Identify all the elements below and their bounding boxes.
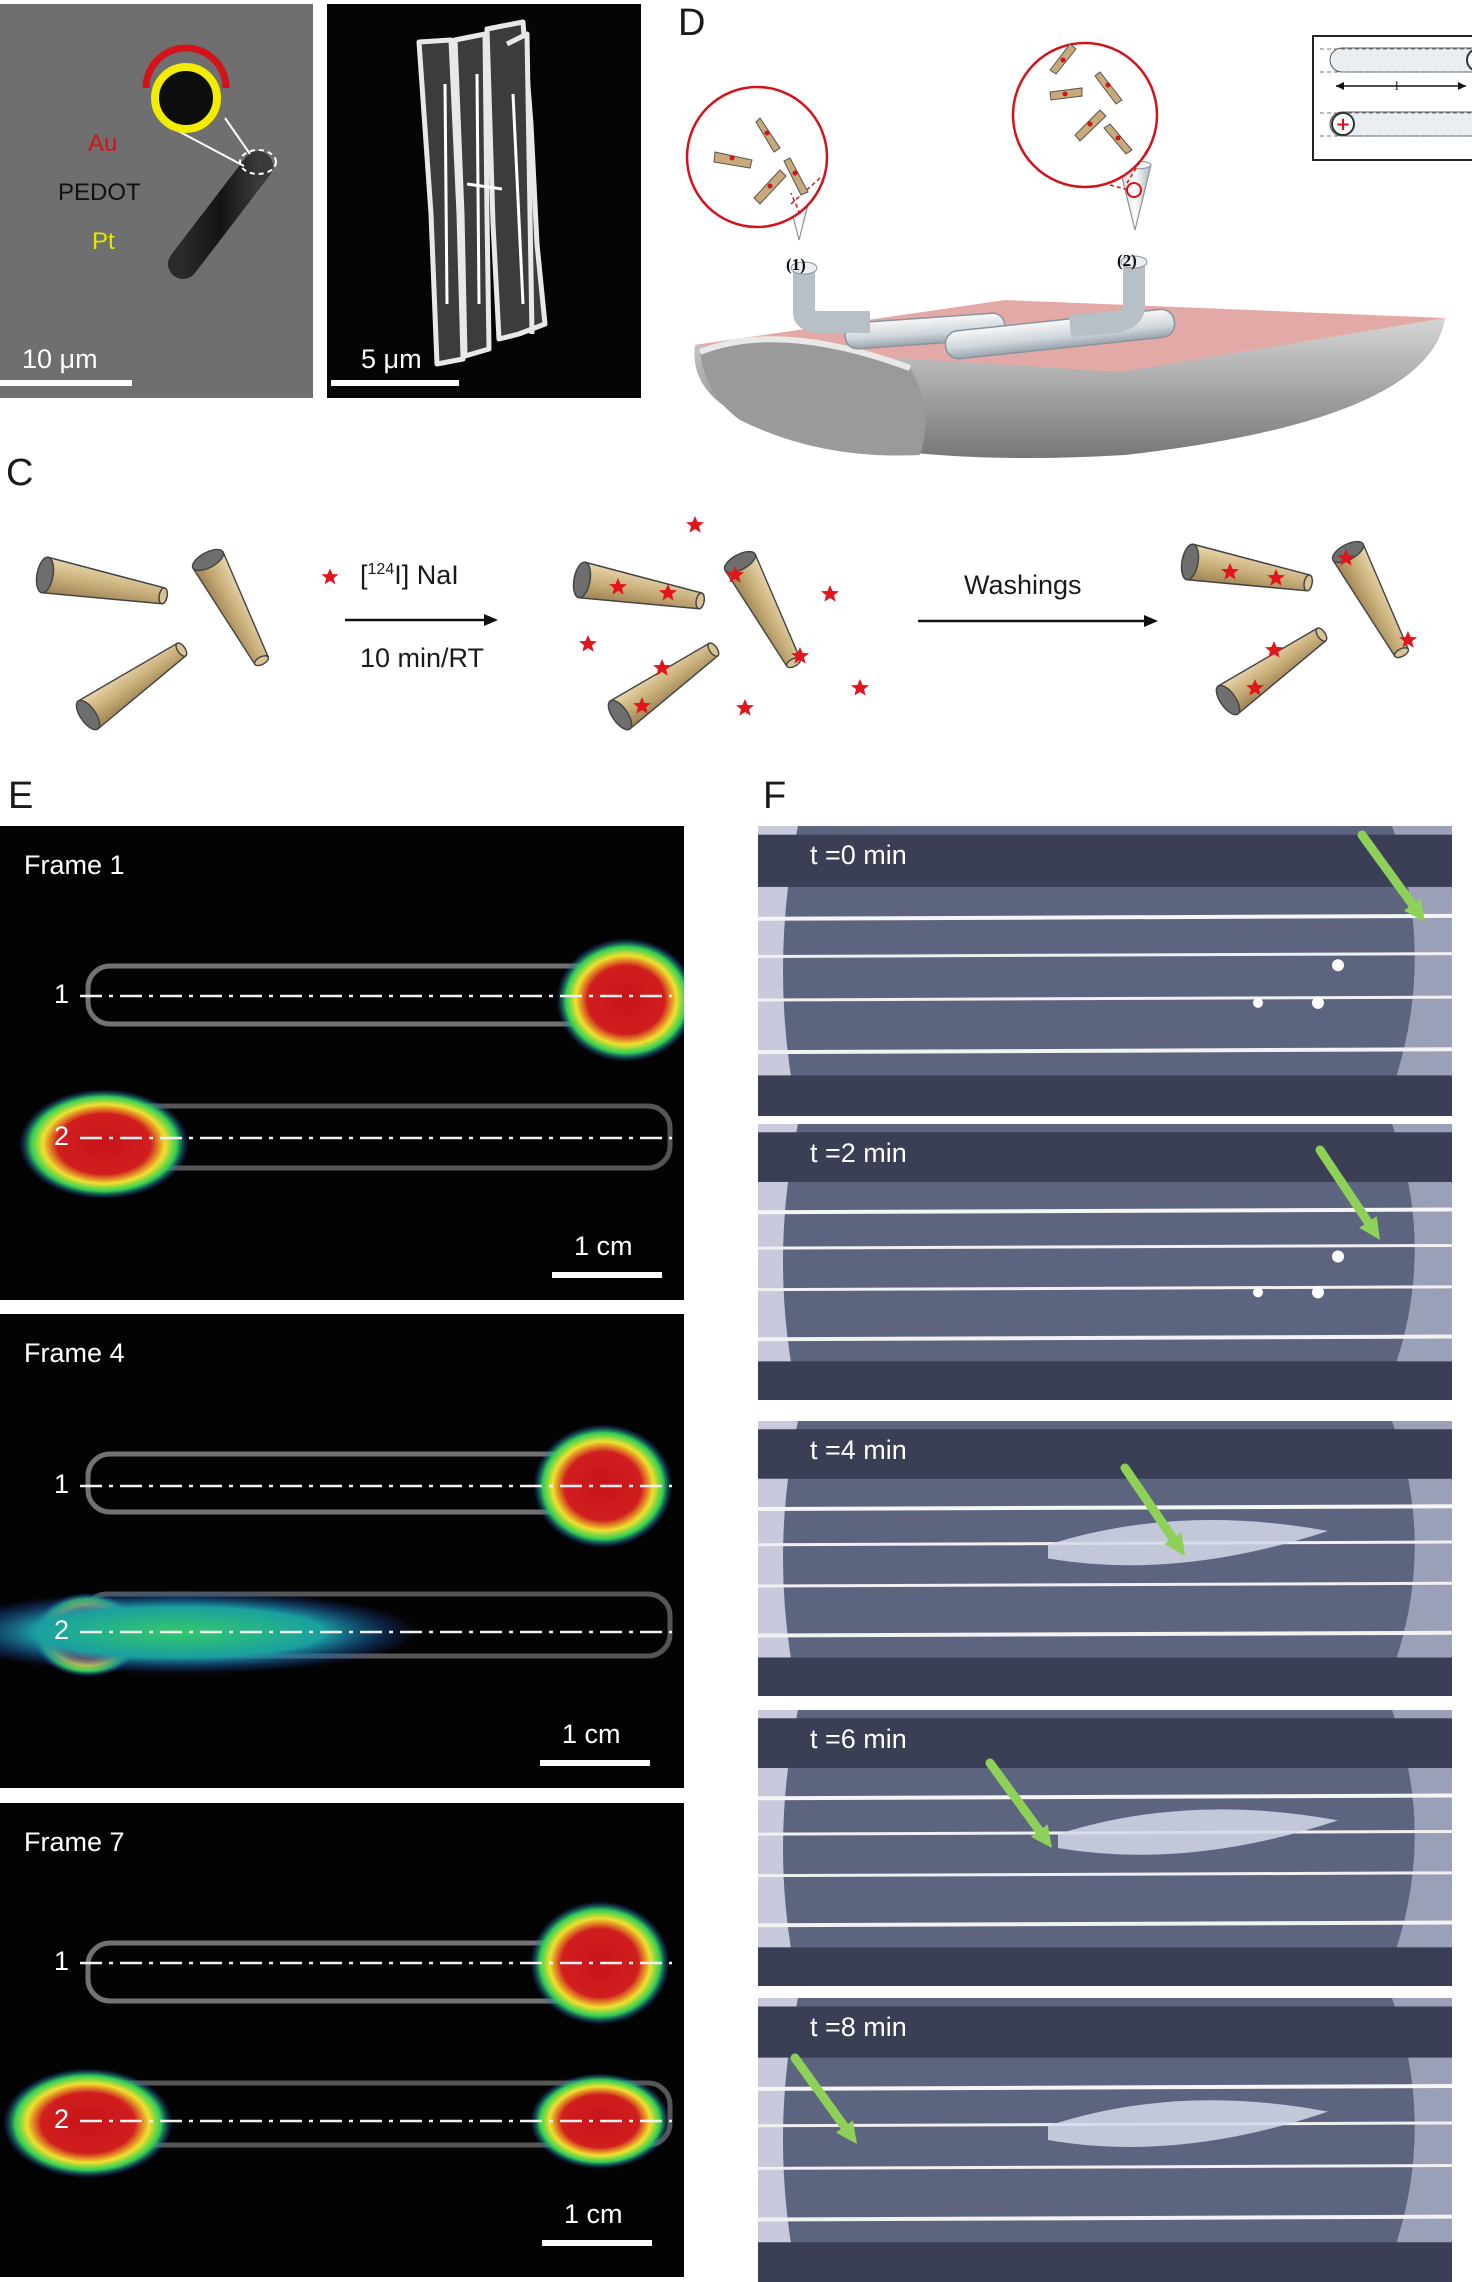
conditions-label: 10 min/RT: [360, 643, 485, 673]
inset-length-label: l: [1395, 78, 1399, 93]
panel-label-c: C: [6, 452, 34, 494]
channel-video-still: [758, 1421, 1452, 1696]
time-label: t =6 min: [810, 1724, 907, 1754]
channel-video-still: [758, 1710, 1452, 1986]
time-label: t =8 min: [810, 2012, 907, 2042]
panel-a-scale-label: 10 μm: [22, 344, 98, 374]
frame-title: Frame 4: [24, 1338, 125, 1368]
svg-text:+: +: [1335, 114, 1350, 135]
microchannel-diagram: + +: [685, 35, 1472, 458]
pet-heatmap: [19, 938, 684, 1278]
pet-heatmap: [0, 1424, 673, 1766]
pet-frame: Frame 4 1 2 1 cm: [0, 1314, 684, 1788]
frame-scale-label: 1 cm: [564, 2199, 623, 2229]
labeling-scheme-diagram: [33, 516, 1420, 735]
reagent-label: [124I] NaI: [360, 560, 459, 590]
time-label: t =4 min: [810, 1435, 907, 1465]
tube-1-label: 1: [54, 1946, 70, 1976]
channel-video-still: [758, 1124, 1452, 1400]
panel-label-e: E: [8, 775, 34, 817]
video-frame: t =0 min: [758, 826, 1452, 1116]
video-frame: t =2 min: [758, 1124, 1452, 1400]
material-pt-label: Pt: [92, 228, 115, 255]
frame-title: Frame 7: [24, 1827, 125, 1857]
frame-scale-label: 1 cm: [562, 1719, 621, 1749]
tube-1-label: 1: [54, 1469, 70, 1499]
pet-frame: Frame 7 1 2 1 cm: [0, 1803, 684, 2277]
nanomotor-microscope-image: [0, 44, 277, 386]
material-au-label: Au: [88, 130, 118, 157]
svg-text:+: +: [1470, 50, 1472, 71]
sem-tubes-image: [331, 19, 548, 386]
material-pedot-label: PEDOT: [58, 179, 141, 206]
video-frame: t =6 min: [758, 1710, 1452, 1986]
frame-title: Frame 1: [24, 850, 125, 880]
inlet-1-label: (1): [786, 255, 806, 274]
panel-b-scale-label: 5 μm: [361, 344, 422, 374]
tube-2-label: 2: [54, 1121, 70, 1151]
inlet-2-label: (2): [1117, 251, 1137, 270]
panel-label-f: F: [763, 775, 787, 817]
panel-c-labeling-scheme: [124I] NaI 10 min/RT Washings: [0, 500, 1472, 770]
time-label: t =0 min: [810, 840, 907, 870]
washings-label: Washings: [964, 570, 1082, 600]
tube-2-label: 2: [54, 1615, 70, 1645]
panel-label-d: D: [678, 2, 706, 44]
time-label: t =2 min: [810, 1138, 907, 1168]
pet-heatmap: [3, 1901, 673, 2246]
channel-video-still: [758, 826, 1452, 1116]
panel-b-sem: 5 μm: [327, 4, 641, 398]
video-frame: t =4 min: [758, 1421, 1452, 1696]
tube-1-label: 1: [54, 979, 70, 1009]
pet-frame: Frame 1 1 2 1 cm: [0, 826, 684, 1300]
channel-video-still: [758, 1998, 1452, 2282]
panel-a-micrograph: Au PEDOT Pt 10 μm: [0, 4, 313, 398]
tube-2-label: 2: [54, 2104, 70, 2134]
panel-d-schematic: + + (1) (2) l: [670, 0, 1472, 470]
video-frame: t =8 min: [758, 1998, 1452, 2282]
frame-scale-label: 1 cm: [574, 1231, 633, 1261]
